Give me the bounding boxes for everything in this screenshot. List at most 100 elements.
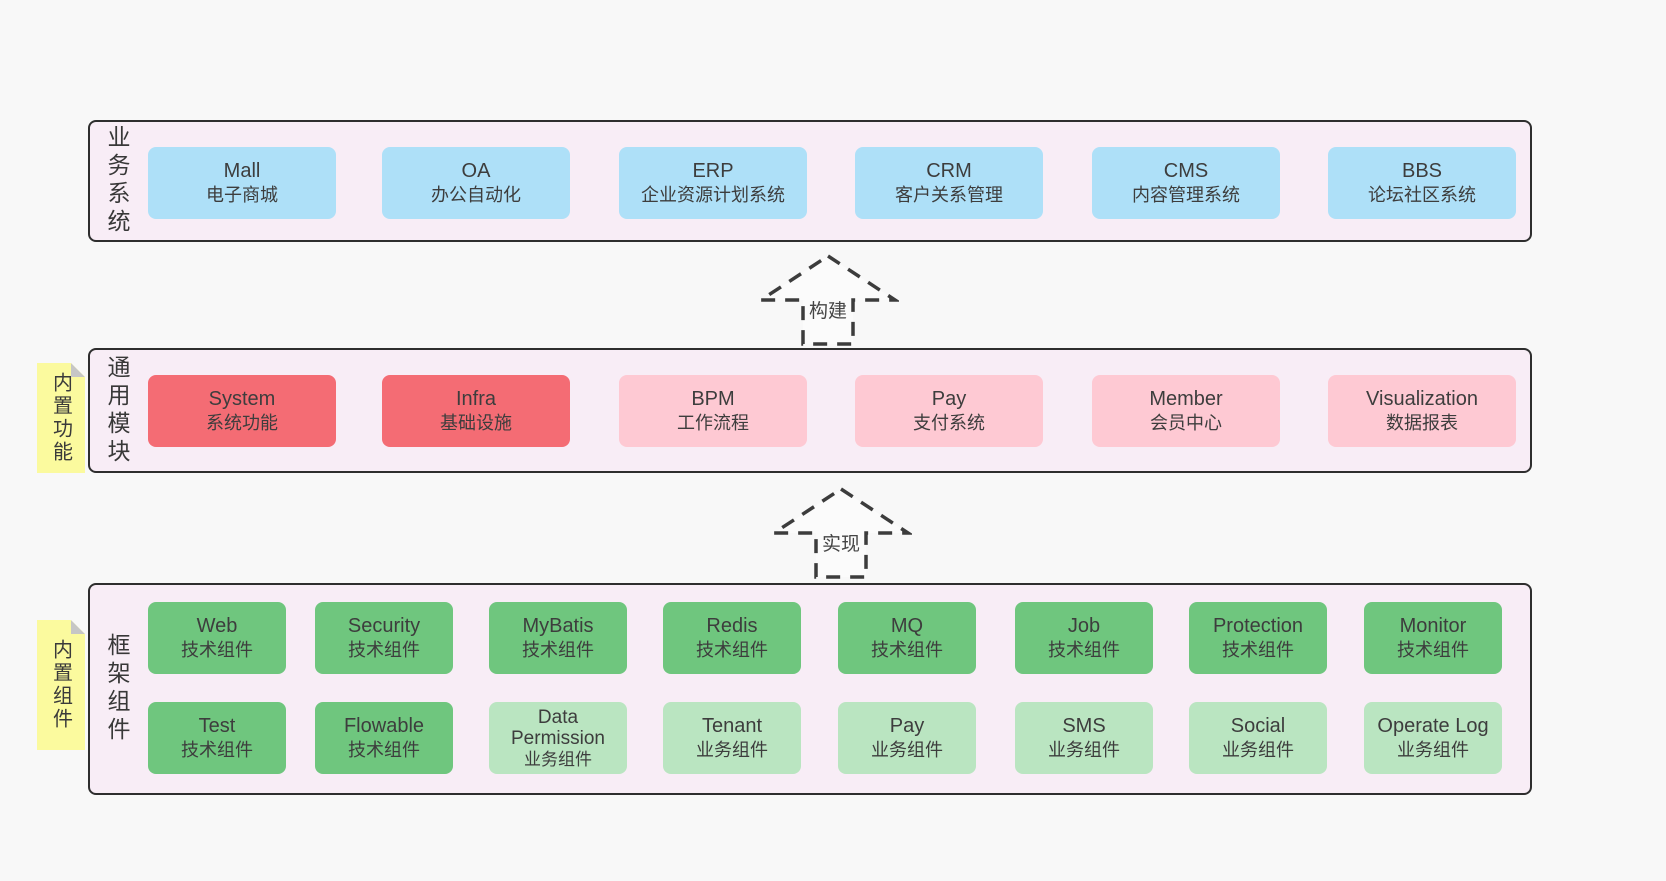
module-desc: 数据报表 bbox=[1386, 413, 1458, 434]
component-mq: MQ 技术组件 bbox=[838, 602, 976, 674]
component-name: Web bbox=[196, 615, 238, 638]
module-name: BBS bbox=[1401, 160, 1443, 183]
component-web: Web 技术组件 bbox=[148, 602, 286, 674]
module-name: BPM bbox=[691, 388, 735, 411]
component-protection: Protection 技术组件 bbox=[1189, 602, 1327, 674]
component-name: MQ bbox=[890, 615, 924, 638]
component-mybatis: MyBatis 技术组件 bbox=[489, 602, 627, 674]
module-desc: 基础设施 bbox=[440, 413, 512, 434]
module-visualization: Visualization 数据报表 bbox=[1328, 375, 1516, 447]
layer-label: 业务系统 bbox=[104, 125, 130, 237]
module-cms: CMS 内容管理系统 bbox=[1092, 147, 1280, 219]
module-desc: 客户关系管理 bbox=[895, 185, 1003, 206]
component-name: Social bbox=[1230, 715, 1286, 738]
component-name: Test bbox=[198, 715, 236, 738]
fold-corner-icon bbox=[71, 620, 85, 634]
module-desc: 内容管理系统 bbox=[1132, 185, 1240, 206]
implement-arrow: 实现 bbox=[770, 486, 912, 580]
module-oa: OA 办公自动化 bbox=[382, 147, 570, 219]
component-monitor: Monitor 技术组件 bbox=[1364, 602, 1502, 674]
component-name: Data Permission bbox=[511, 707, 605, 750]
component-pay: Pay 业务组件 bbox=[838, 702, 976, 774]
component-name: SMS bbox=[1062, 715, 1106, 738]
component-desc: 技术组件 bbox=[1222, 640, 1294, 661]
module-bpm: BPM 工作流程 bbox=[619, 375, 807, 447]
component-name: Operate Log bbox=[1377, 715, 1489, 738]
component-name: Redis bbox=[706, 615, 758, 638]
sticky-note-text: 内置功能 bbox=[49, 372, 72, 464]
fold-corner-icon bbox=[71, 363, 85, 377]
component-name: Flowable bbox=[343, 715, 425, 738]
component-redis: Redis 技术组件 bbox=[663, 602, 801, 674]
module-name: Visualization bbox=[1366, 388, 1478, 411]
module-desc: 支付系统 bbox=[913, 413, 985, 434]
component-operate-log: Operate Log 业务组件 bbox=[1364, 702, 1502, 774]
component-desc: 技术组件 bbox=[181, 640, 253, 661]
sticky-note-text: 内置组件 bbox=[49, 639, 72, 731]
component-sms: SMS 业务组件 bbox=[1015, 702, 1153, 774]
layer-framework-components: 框架组件 Web 技术组件 Security 技术组件 MyBatis 技术组件… bbox=[88, 583, 1532, 795]
component-data-permission: Data Permission 业务组件 bbox=[489, 702, 627, 774]
module-desc: 系统功能 bbox=[206, 413, 278, 434]
module-name: CMS bbox=[1163, 160, 1209, 183]
module-name: Infra bbox=[455, 388, 497, 411]
component-name: Tenant bbox=[701, 715, 763, 738]
component-name: Pay bbox=[889, 715, 925, 738]
arrow-label: 构建 bbox=[805, 295, 851, 324]
component-desc: 业务组件 bbox=[1397, 740, 1469, 761]
component-flowable: Flowable 技术组件 bbox=[315, 702, 453, 774]
arrow-label: 实现 bbox=[818, 528, 864, 557]
component-desc: 技术组件 bbox=[181, 740, 253, 761]
component-social: Social 业务组件 bbox=[1189, 702, 1327, 774]
module-name: CRM bbox=[926, 160, 972, 183]
sticky-note-built-in-components: 内置组件 bbox=[37, 620, 85, 750]
component-security: Security 技术组件 bbox=[315, 602, 453, 674]
component-job: Job 技术组件 bbox=[1015, 602, 1153, 674]
component-desc: 技术组件 bbox=[1048, 640, 1120, 661]
component-desc: 业务组件 bbox=[524, 749, 592, 769]
module-name: Member bbox=[1149, 388, 1223, 411]
component-desc: 技术组件 bbox=[871, 640, 943, 661]
component-desc: 业务组件 bbox=[871, 740, 943, 761]
component-tenant: Tenant 业务组件 bbox=[663, 702, 801, 774]
module-member: Member 会员中心 bbox=[1092, 375, 1280, 447]
component-desc: 业务组件 bbox=[1222, 740, 1294, 761]
module-name: Mall bbox=[223, 160, 261, 183]
module-desc: 论坛社区系统 bbox=[1368, 185, 1476, 206]
module-name: System bbox=[208, 388, 276, 411]
component-desc: 业务组件 bbox=[696, 740, 768, 761]
component-name: Monitor bbox=[1399, 615, 1467, 638]
module-name: Pay bbox=[931, 388, 967, 411]
module-name: ERP bbox=[692, 160, 734, 183]
layer-label: 通用模块 bbox=[104, 354, 130, 467]
component-name: MyBatis bbox=[522, 615, 594, 638]
component-test: Test 技术组件 bbox=[148, 702, 286, 774]
module-name: OA bbox=[461, 160, 491, 183]
module-desc: 电子商城 bbox=[206, 185, 278, 206]
layer-business-systems: 业务系统 Mall 电子商城 OA 办公自动化 ERP 企业资源计划系统 CRM… bbox=[88, 120, 1532, 242]
build-arrow: 构建 bbox=[757, 253, 899, 347]
component-desc: 技术组件 bbox=[348, 640, 420, 661]
component-name: Job bbox=[1067, 615, 1101, 638]
component-name: Protection bbox=[1212, 615, 1304, 638]
module-crm: CRM 客户关系管理 bbox=[855, 147, 1043, 219]
module-system: System 系统功能 bbox=[148, 375, 336, 447]
module-bbs: BBS 论坛社区系统 bbox=[1328, 147, 1516, 219]
module-erp: ERP 企业资源计划系统 bbox=[619, 147, 807, 219]
component-desc: 技术组件 bbox=[696, 640, 768, 661]
module-desc: 企业资源计划系统 bbox=[641, 185, 785, 206]
component-name: Security bbox=[347, 615, 421, 638]
component-desc: 技术组件 bbox=[348, 740, 420, 761]
component-desc: 技术组件 bbox=[1397, 640, 1469, 661]
module-desc: 会员中心 bbox=[1150, 413, 1222, 434]
component-desc: 业务组件 bbox=[1048, 740, 1120, 761]
module-desc: 办公自动化 bbox=[431, 185, 521, 206]
layer-label: 框架组件 bbox=[104, 633, 130, 745]
module-mall: Mall 电子商城 bbox=[148, 147, 336, 219]
sticky-note-built-in-functions: 内置功能 bbox=[37, 363, 85, 473]
module-desc: 工作流程 bbox=[677, 413, 749, 434]
module-infra: Infra 基础设施 bbox=[382, 375, 570, 447]
module-pay: Pay 支付系统 bbox=[855, 375, 1043, 447]
component-desc: 技术组件 bbox=[522, 640, 594, 661]
layer-common-modules: 通用模块 System 系统功能 Infra 基础设施 BPM 工作流程 Pay… bbox=[88, 348, 1532, 473]
